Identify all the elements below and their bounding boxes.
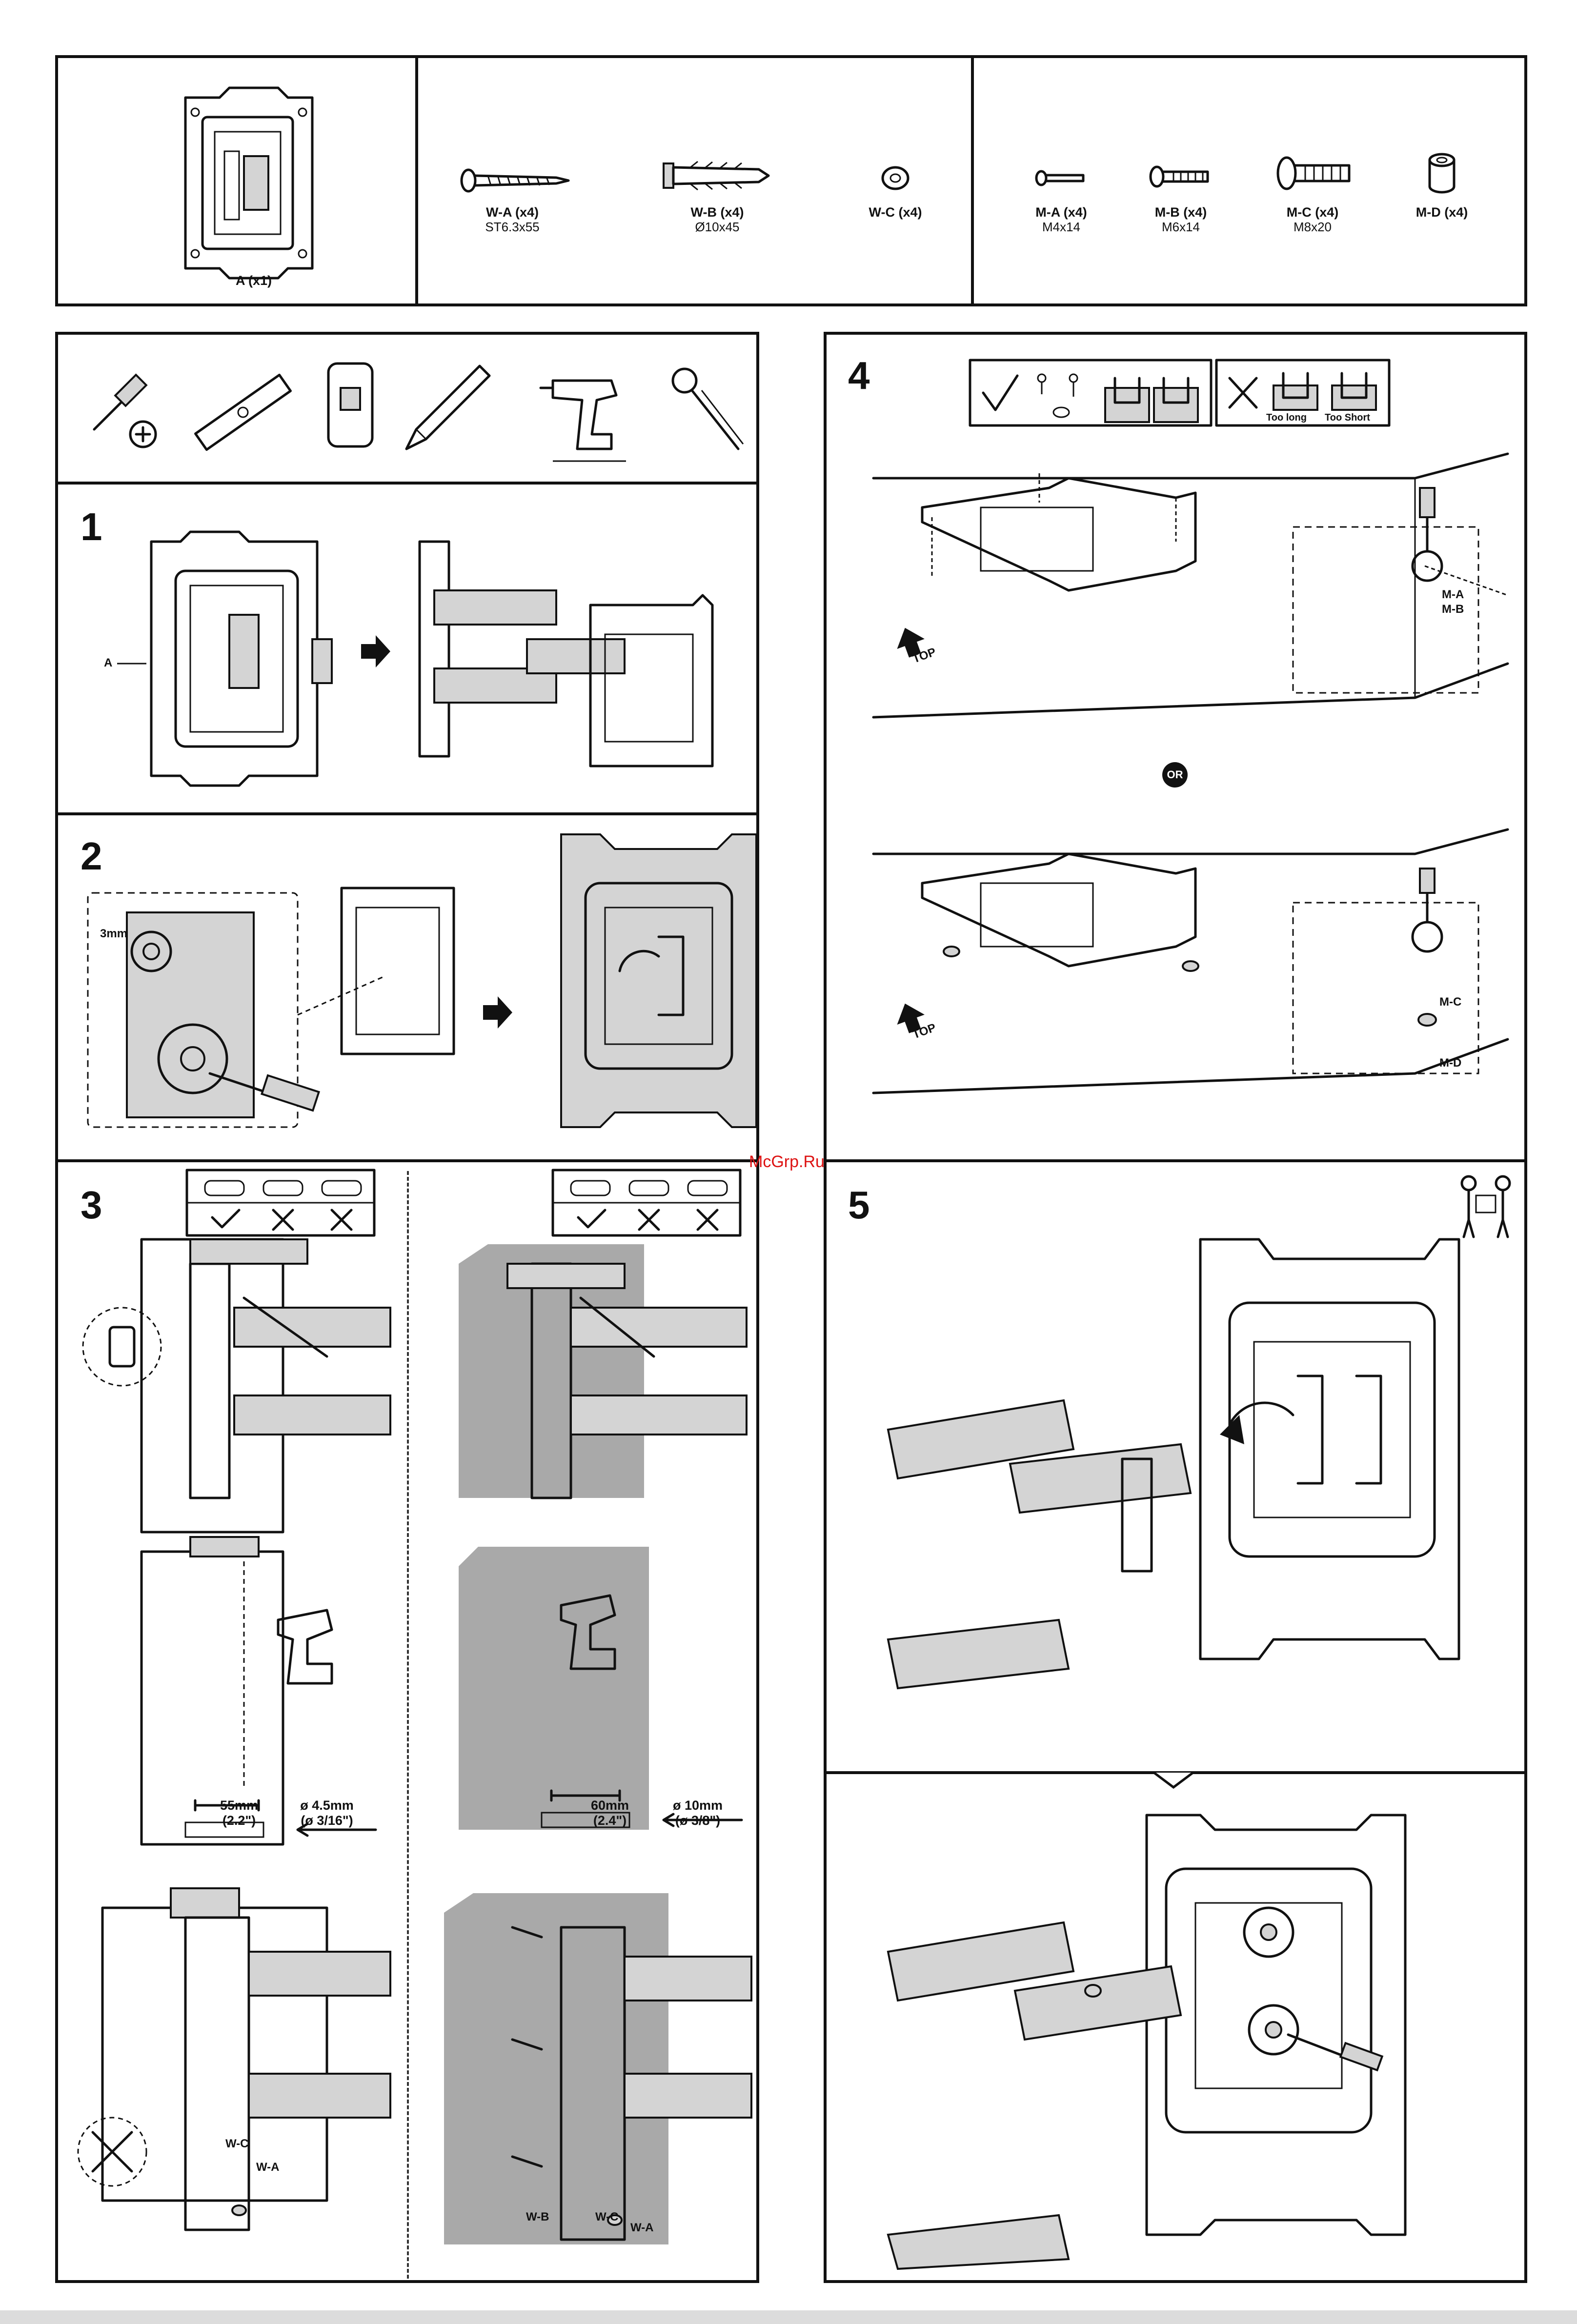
part-w-b: W-B (x4)Ø10x45 bbox=[659, 205, 776, 235]
or-badge: OR bbox=[1162, 762, 1188, 788]
step-3-split bbox=[407, 1171, 409, 2279]
correct-screw-length-box bbox=[969, 359, 1213, 427]
wood-screw-icon bbox=[459, 166, 571, 195]
step-1-label-a: A bbox=[104, 656, 112, 670]
wall-anchor-icon bbox=[661, 159, 773, 193]
wood-spacing-label: 55mm(2.2") bbox=[195, 1798, 283, 1828]
two-person-lift-icon bbox=[1454, 1171, 1517, 1239]
wall-plate-illustration bbox=[156, 83, 322, 288]
wood-stud-mount-illustration bbox=[73, 1879, 390, 2254]
masonry-level-illustration bbox=[459, 1234, 751, 1508]
step-1-illustration bbox=[117, 522, 712, 795]
tools-row bbox=[55, 332, 759, 482]
footer-bar bbox=[0, 2310, 1577, 2324]
top-arrow-icon-1 bbox=[893, 625, 927, 659]
part-m-c: M-C (x4)M8x20 bbox=[1259, 205, 1366, 235]
part-m-b: M-B (x4)M6x14 bbox=[1127, 205, 1234, 235]
step-5-hang-illustration bbox=[888, 1230, 1513, 1747]
level-check-box-wood bbox=[185, 1169, 376, 1237]
screwdriver-icon bbox=[75, 371, 167, 454]
m6-screw-icon bbox=[1149, 163, 1213, 190]
too-short-label: Too Short bbox=[1325, 412, 1370, 424]
opt1-label-ma: M-A bbox=[1442, 588, 1464, 602]
watermark: McGrp.Ru bbox=[749, 1152, 825, 1172]
masonry-label-wa: W-A bbox=[630, 2221, 654, 2235]
part-w-a: W-A (x4)ST6.3x55 bbox=[454, 205, 571, 235]
step-3-number: 3 bbox=[81, 1186, 102, 1225]
step-2-illustration bbox=[83, 829, 756, 1152]
part-m-d: M-D (x4) bbox=[1388, 205, 1496, 220]
opt1-label-mb: M-B bbox=[1442, 603, 1464, 616]
parts-divider-1 bbox=[415, 55, 418, 306]
masonry-spacing-label: 60mm(2.4") bbox=[566, 1798, 654, 1828]
level-check-box-masonry bbox=[551, 1169, 742, 1237]
opt2-label-mc: M-C bbox=[1439, 995, 1461, 1009]
wood-label-wa: W-A bbox=[256, 2161, 280, 2174]
drill-icon bbox=[538, 361, 636, 468]
step-5-secure-illustration bbox=[888, 1805, 1513, 2269]
step1-divider bbox=[55, 812, 759, 815]
masonry-label-wc: W-C bbox=[595, 2210, 619, 2224]
stud-finder-icon bbox=[323, 359, 377, 456]
level-icon bbox=[187, 368, 299, 456]
bracket-a-label: A (x1) bbox=[205, 273, 303, 288]
too-long-label: Too long bbox=[1266, 412, 1307, 424]
top-arrow-icon-2 bbox=[893, 1000, 927, 1034]
opt2-label-md: M-D bbox=[1439, 1056, 1461, 1070]
masonry-mount-illustration bbox=[444, 1883, 751, 2259]
spacer-icon bbox=[1425, 151, 1459, 195]
wood-label-wc: W-C bbox=[225, 2137, 249, 2151]
masonry-label-wb: W-B bbox=[526, 2210, 549, 2224]
wood-drill-label: ø 4.5mm(ø 3/16") bbox=[283, 1798, 371, 1828]
tv-back-option-1 bbox=[873, 434, 1508, 766]
washer-icon bbox=[881, 163, 910, 193]
m8-screw-icon bbox=[1276, 154, 1354, 193]
step-5-number: 5 bbox=[848, 1186, 870, 1225]
masonry-drill-label: ø 10mm(ø 3/8") bbox=[654, 1798, 742, 1828]
part-w-c: W-C (x4) bbox=[837, 205, 954, 220]
step-5-divider-notch bbox=[1154, 1771, 1193, 1791]
step-4-number: 4 bbox=[848, 356, 870, 395]
step-1-number: 1 bbox=[81, 507, 102, 546]
tools-divider bbox=[55, 482, 759, 485]
socket-wrench-icon bbox=[665, 361, 748, 459]
tv-back-option-2 bbox=[873, 805, 1508, 1137]
parts-divider-2 bbox=[971, 55, 974, 306]
part-m-a: M-A (x4)M4x14 bbox=[1008, 205, 1115, 235]
m4-screw-icon bbox=[1034, 168, 1088, 188]
wood-stud-level-illustration bbox=[73, 1234, 390, 1537]
pencil-icon bbox=[397, 356, 494, 459]
